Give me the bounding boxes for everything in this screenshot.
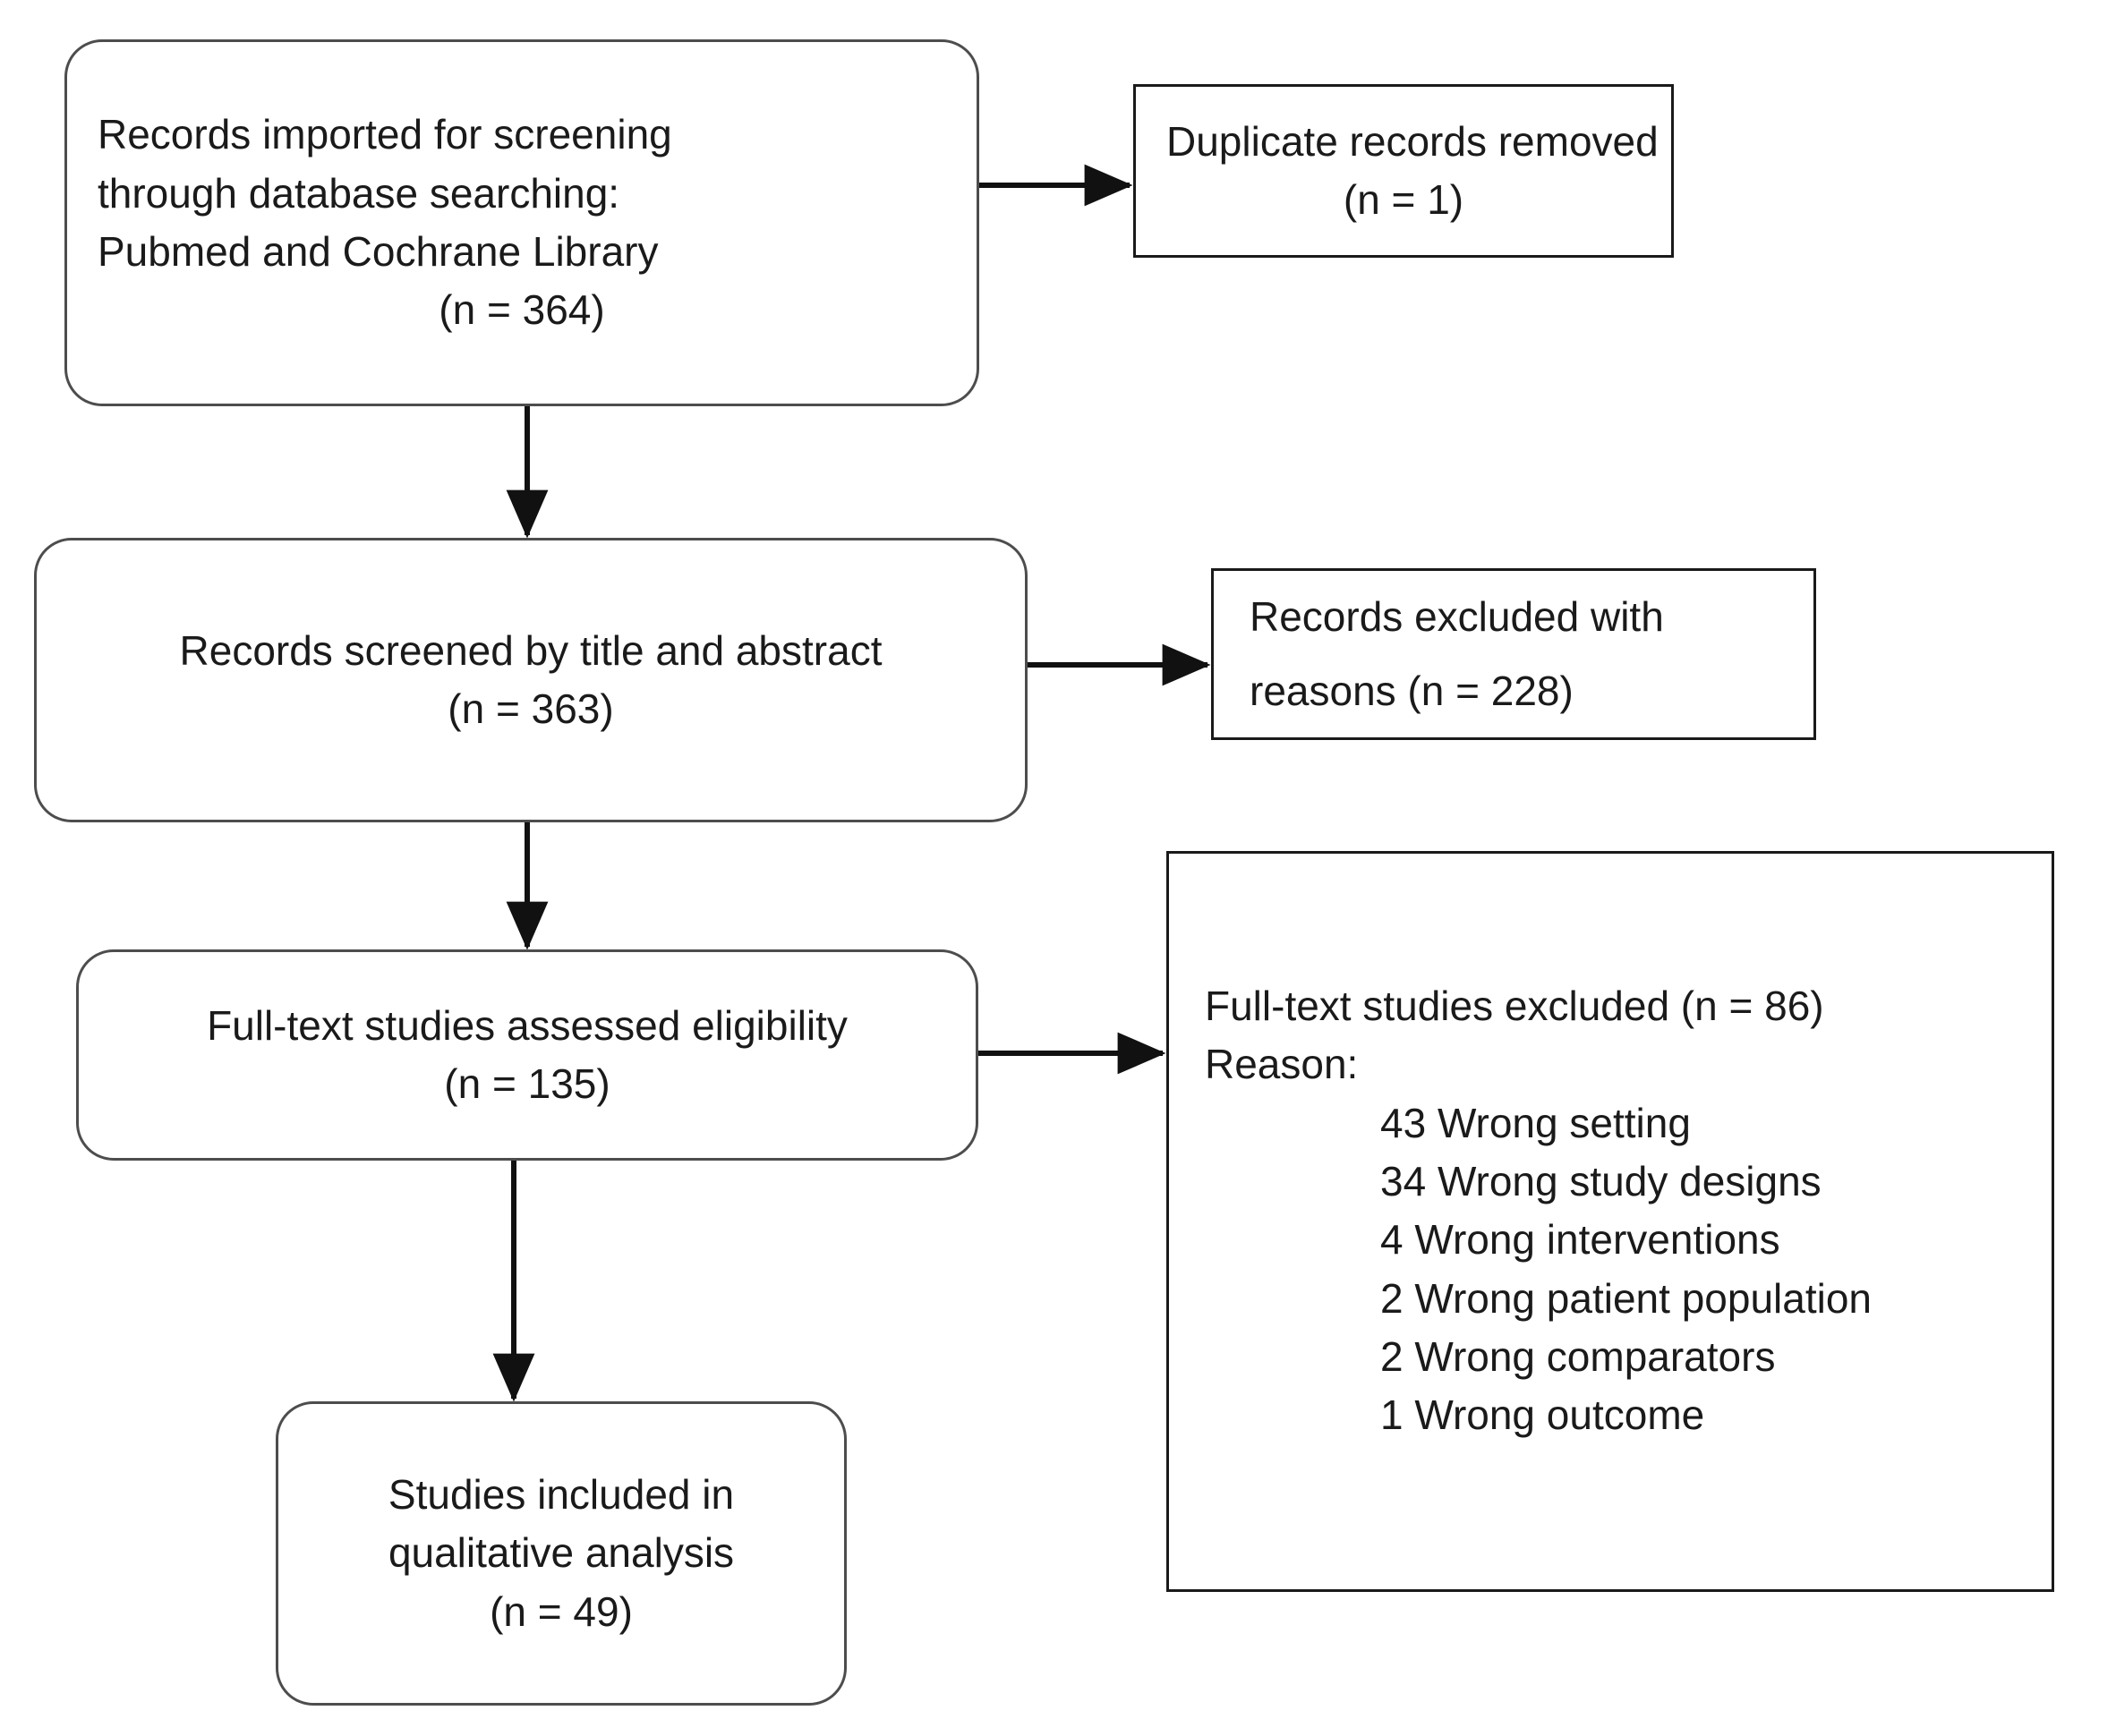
full-text-assessed-label: Full-text studies assessed eligibility <box>207 1001 848 1049</box>
exclusion-reason-item: 4 Wrong interventions <box>1380 1216 1780 1264</box>
full-text-excluded-reason-label: Reason: <box>1205 1041 1359 1088</box>
duplicate-records-count: (n = 1) <box>1343 176 1464 223</box>
exclusion-reason-item: 1 Wrong outcome <box>1380 1391 1705 1439</box>
full-text-excluded-header: Full-text studies excluded (n = 86) <box>1205 983 1824 1029</box>
spacer <box>1250 646 1790 662</box>
studies-included-box: Studies included in qualitative analysis… <box>276 1401 847 1706</box>
records-imported-line-1: Records imported for screening <box>98 111 672 158</box>
full-text-excluded-box: Full-text studies excluded (n = 86) Reas… <box>1166 851 2054 1592</box>
exclusion-reason-item: 2 Wrong patient population <box>1380 1274 1872 1322</box>
records-imported-line-3: Pubmed and Cochrane Library <box>98 228 659 275</box>
records-excluded-line-2: reasons (n = 228) <box>1250 668 1574 714</box>
records-excluded-box: Records excluded with reasons (n = 228) <box>1211 568 1816 740</box>
full-text-assessed-count: (n = 135) <box>444 1060 610 1107</box>
full-text-assessed-box: Full-text studies assessed eligibility (… <box>76 949 978 1161</box>
exclusion-reason-item: 34 Wrong study designs <box>1380 1157 1822 1204</box>
records-imported-count: (n = 364) <box>439 286 605 334</box>
records-screened-count: (n = 363) <box>448 685 614 732</box>
records-excluded-line-1: Records excluded with <box>1250 592 1664 640</box>
studies-included-line-2: qualitative analysis <box>388 1529 735 1577</box>
exclusion-reason-item: 2 Wrong comparators <box>1380 1332 1776 1380</box>
records-screened-box: Records screened by title and abstract (… <box>34 538 1028 822</box>
records-screened-label: Records screened by title and abstract <box>179 626 883 674</box>
duplicate-records-box: Duplicate records removed (n = 1) <box>1133 84 1674 258</box>
studies-included-count: (n = 49) <box>490 1587 633 1635</box>
duplicate-records-label: Duplicate records removed <box>1166 117 1659 165</box>
records-imported-line-2: through database searching: <box>98 169 620 217</box>
studies-included-line-1: Studies included in <box>388 1471 735 1519</box>
records-imported-box: Records imported for screening through d… <box>64 39 979 406</box>
exclusion-reason-item: 43 Wrong setting <box>1380 1099 1691 1146</box>
